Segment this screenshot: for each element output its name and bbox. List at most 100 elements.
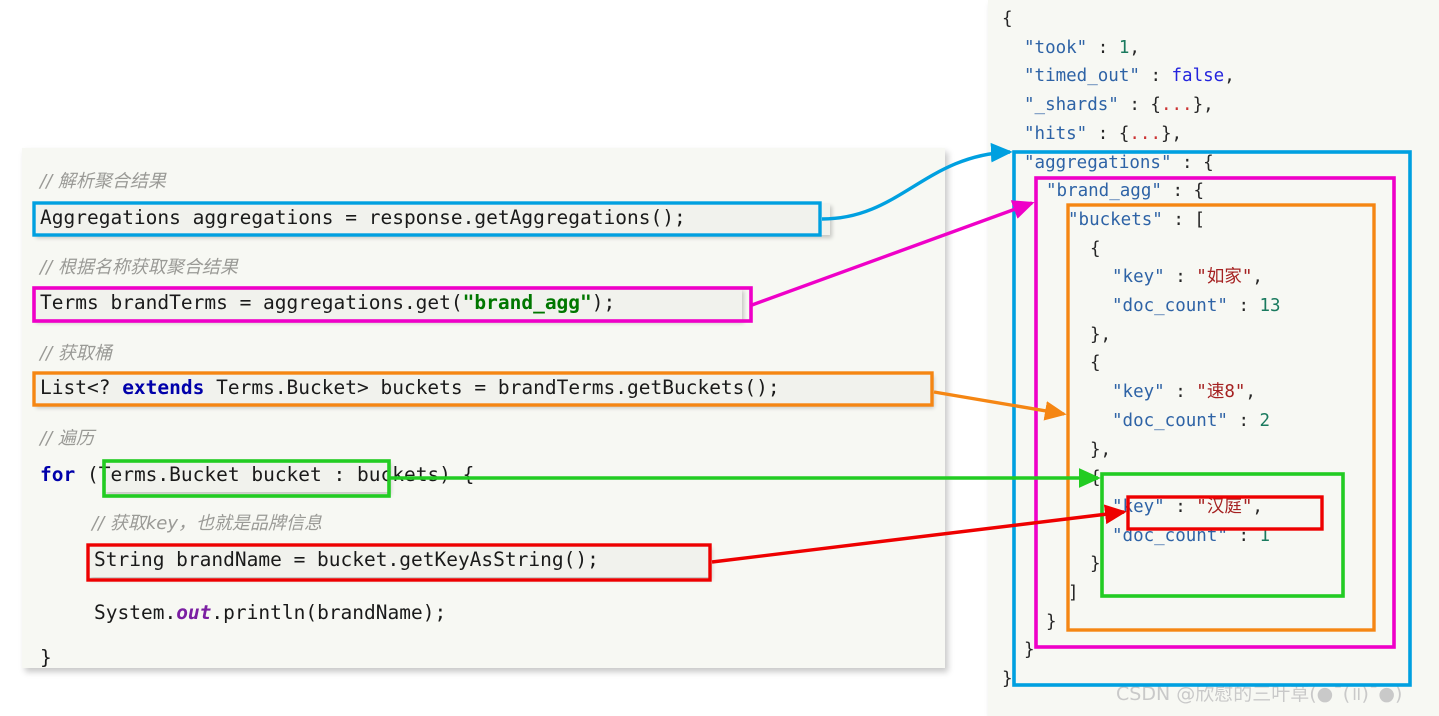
code-keyword-for: for (40, 463, 76, 486)
code-text-for-b: : buckets) { (321, 463, 475, 486)
json-token: "key" (1112, 382, 1165, 403)
json-token: "buckets" (1068, 209, 1163, 230)
code-panel: // 解析聚合结果 Aggregations aggregations = re… (22, 148, 945, 668)
json-token: : (1087, 37, 1119, 58)
json-token: ... (1160, 95, 1193, 116)
json-token: , (1245, 382, 1256, 403)
json-line: { (1090, 355, 1101, 373)
code-comment-2: // 根据名称获取聚合结果 (40, 257, 238, 278)
json-token: : (1227, 296, 1260, 316)
json-token: }, (1192, 95, 1214, 116)
json-token: : [ (1162, 209, 1205, 230)
json-line: "hits" : {...}, (1024, 123, 1182, 144)
code-statement-for: for (Terms.Bucket bucket : buckets) { (40, 465, 474, 485)
json-token: "took" (1024, 37, 1088, 58)
json-line: }, (1090, 441, 1111, 460)
json-token: ] (1068, 583, 1079, 603)
json-token: ... (1129, 123, 1161, 144)
json-token: : (1164, 382, 1197, 403)
json-line: "doc_count" : 2 (1112, 410, 1271, 431)
json-line: "_shards" : {...}, (1024, 95, 1214, 116)
code-fragment-bucket-decl: Terms.Bucket bucket (98, 463, 322, 486)
json-token: } (1090, 554, 1101, 575)
json-token: , (1224, 66, 1235, 87)
json-token: : { (1087, 123, 1130, 144)
code-statement-aggregations: Aggregations aggregations = response.get… (40, 206, 686, 229)
json-token: 13 (1259, 296, 1281, 316)
code-string-brand-agg: "brand_agg" (462, 291, 592, 314)
code-keyword-extends: extends (122, 376, 205, 399)
json-token: } (1024, 640, 1035, 661)
code-statement-brandterms: Terms brandTerms = aggregations.get("bra… (40, 293, 615, 313)
json-line: }, (1090, 324, 1112, 345)
json-token: : (1139, 66, 1172, 87)
json-line: "aggregations" : { (1024, 152, 1214, 173)
json-token: 2 (1259, 410, 1271, 431)
json-token: "aggregations" (1024, 152, 1172, 173)
code-text-println-a: System. (94, 601, 177, 624)
json-token: : (1227, 525, 1260, 546)
json-line: ] (1068, 583, 1079, 603)
json-token: "hits" (1024, 123, 1088, 144)
json-token: 1 (1118, 37, 1130, 58)
json-token: : (1227, 410, 1260, 431)
json-response-panel: {"took" : 1,"timed_out" : false,"_shards… (988, 0, 1439, 716)
json-line: "key" : "汉庭", (1112, 496, 1263, 517)
json-token: : { (1118, 95, 1161, 116)
json-token: "汉庭" (1196, 496, 1253, 517)
code-comment-5: // 获取key，也就是品牌信息 (92, 513, 322, 534)
json-token: } (1046, 611, 1057, 632)
json-token: : { (1161, 181, 1205, 202)
json-token: "doc_count" (1112, 525, 1228, 546)
json-line: } (1024, 642, 1035, 660)
json-line: } (1090, 556, 1101, 574)
json-token: : (1164, 267, 1197, 288)
code-comment-1: // 解析聚合结果 (40, 171, 166, 192)
json-token: { (1090, 353, 1101, 374)
json-line: } (1046, 611, 1057, 632)
json-token: } (1002, 669, 1013, 690)
json-line: "buckets" : [ (1068, 209, 1205, 230)
json-token: "key" (1112, 267, 1165, 288)
code-text-println-b: .println(brandName); (211, 601, 447, 624)
json-line: "brand_agg" : { (1046, 181, 1205, 202)
code-closing-brace: } (40, 646, 52, 669)
code-text-buckets-a: List<? (40, 376, 123, 399)
json-token: "doc_count" (1112, 296, 1228, 316)
code-statement-println: System.out.println(brandName); (94, 603, 446, 623)
code-text-buckets-b: Terms.Bucket> buckets = brandTerms.getBu… (204, 376, 780, 399)
json-token: , (1129, 37, 1140, 58)
json-line: "timed_out" : false, (1024, 68, 1235, 86)
json-token: "key" (1112, 496, 1165, 517)
json-line: "key" : "如家", (1112, 269, 1263, 287)
code-comment-4: // 遍历 (40, 428, 94, 449)
json-line: "doc_count" : 1 (1112, 525, 1271, 546)
json-token: "doc_count" (1112, 410, 1228, 431)
code-statement-buckets: List<? extends Terms.Bucket> buckets = b… (40, 378, 780, 398)
json-token: , (1252, 267, 1263, 288)
code-comment-3: // 获取桶 (40, 343, 112, 364)
json-line: "took" : 1, (1024, 37, 1140, 58)
code-statement-brandname: String brandName = bucket.getKeyAsString… (94, 548, 599, 571)
json-token: { (1090, 468, 1101, 489)
json-line: "key" : "速8", (1112, 382, 1256, 403)
json-token: "速8" (1196, 382, 1246, 403)
json-token: : (1164, 496, 1197, 517)
json-line: { (1090, 240, 1101, 259)
json-token: }, (1090, 324, 1112, 345)
json-token: "_shards" (1024, 95, 1119, 116)
code-text-brandterms-b: ); (591, 291, 616, 314)
csdn-watermark: CSDN @欣慰的三叶草(●ˉ(॥)ˉ●) (1116, 683, 1403, 705)
code-text-for-a: ( (75, 463, 99, 486)
json-token: "如家" (1196, 267, 1253, 288)
code-field-out: out (176, 601, 212, 624)
json-token: { (1002, 9, 1013, 29)
json-token: 1 (1259, 525, 1271, 546)
json-line: { (1090, 468, 1101, 489)
json-token: "brand_agg" (1046, 181, 1162, 202)
json-token: "timed_out" (1024, 66, 1140, 87)
json-token: , (1252, 496, 1263, 517)
code-text-brandterms-a: Terms brandTerms = aggregations.get( (40, 291, 463, 314)
json-token: false (1171, 66, 1225, 87)
